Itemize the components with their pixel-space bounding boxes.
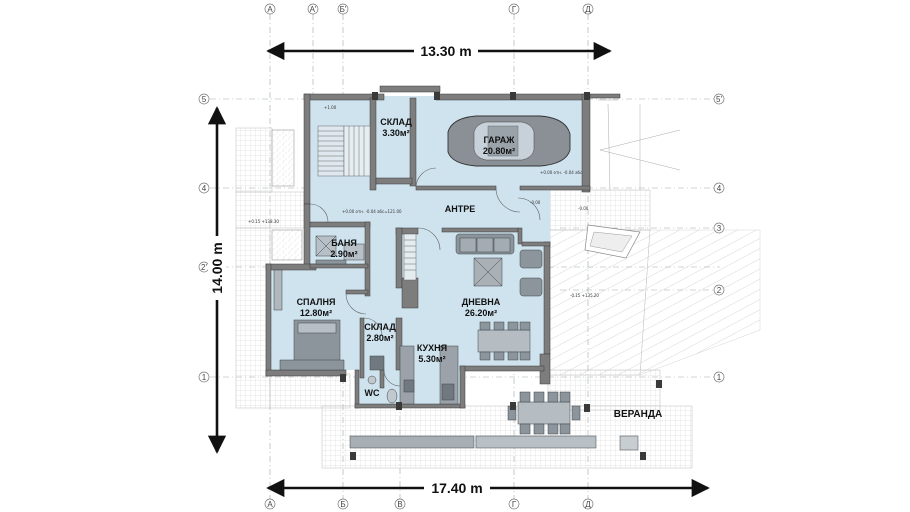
axis-left-4: 4	[202, 184, 207, 193]
room-labels: СКЛАД 3.30м² ГАРАЖ 20.80м² АНТРЕ БАНЯ 2.…	[297, 117, 663, 420]
door-swings	[309, 167, 541, 387]
svg-text:-0.00: -0.00	[578, 206, 589, 211]
axis-right-5prime: 5'	[716, 95, 722, 104]
dining-table-icon	[477, 321, 531, 361]
staircase	[317, 125, 417, 281]
dimension-bottom-label: 17.40 m	[431, 480, 482, 496]
washing-machine-icon	[369, 355, 385, 371]
room-name-kuhnya: КУХНЯ	[417, 343, 447, 353]
veranda-dining-icon	[507, 391, 581, 435]
room-name-veranda: ВЕРАНДА	[614, 409, 662, 420]
axis-bottom-a: А	[267, 500, 273, 509]
coffee-table-icon	[473, 257, 503, 287]
axis-top-d: Д	[585, 5, 591, 14]
axis-labels: А А' Б' Г Д А Б В Г Д 5 4 2' 1 5' 4 3 2 …	[201, 5, 722, 509]
axis-right-1: 1	[717, 373, 722, 382]
room-area-spalnya: 12.80м²	[300, 308, 332, 318]
svg-text:+0.15 +138.30: +0.15 +138.30	[248, 219, 279, 224]
kitchen-counter-icon	[399, 345, 459, 405]
wardrobe-icon	[273, 269, 283, 311]
axis-bottom-b: Б	[340, 500, 345, 509]
axis-left-5: 5	[202, 95, 207, 104]
planter-left-mid	[271, 229, 303, 261]
dimension-left-label: 14.00 m	[209, 242, 225, 293]
room-name-banya: БАНЯ	[331, 238, 357, 248]
axis-top-b-prime: Б'	[340, 5, 347, 14]
axis-top-a: А	[267, 5, 273, 14]
sofa-icon	[455, 233, 515, 255]
room-name-sklad1: СКЛАД	[380, 117, 412, 127]
room-area-banya: 2.90м²	[330, 249, 357, 259]
bench-icon	[349, 435, 639, 451]
driveway	[598, 99, 681, 191]
columns	[340, 92, 662, 460]
svg-text:-0.00: -0.00	[530, 200, 541, 205]
room-name-wc: WC	[365, 388, 380, 398]
axis-left-2prime: 2'	[201, 263, 207, 272]
furniture	[273, 233, 639, 451]
bath-fixtures-icon	[315, 243, 365, 265]
svg-text:+0.00 отн. -0.04 абс: +0.00 отн. -0.04 абс	[540, 170, 582, 175]
dimension-left: 14.00 m	[207, 106, 227, 454]
bed-icon	[279, 319, 345, 371]
planter-left-top	[271, 129, 295, 187]
room-name-garazh: ГАРАЖ	[484, 135, 516, 145]
room-name-antre: АНТРЕ	[445, 204, 476, 214]
room-name-sklad2: СКЛАД	[364, 322, 396, 332]
axis-top-g: Г	[512, 5, 517, 14]
level-notes: +1.00 +0.00 отн. -0.04 абс=121.00 +0.00 …	[248, 105, 599, 298]
axis-right-4: 4	[717, 184, 722, 193]
room-area-kuhnya: 5.30м²	[418, 354, 445, 364]
room-area-sklad1: 3.30м²	[382, 128, 409, 138]
car-icon	[447, 115, 571, 167]
axis-top-a-prime: А'	[310, 5, 317, 14]
room-area-dnevna: 26.20м²	[465, 308, 497, 318]
dimension-top-label: 13.30 m	[420, 43, 471, 59]
room-name-dnevna: ДНЕВНА	[462, 297, 501, 307]
axis-right-3: 3	[717, 224, 722, 233]
shower-icon	[315, 235, 337, 257]
axis-left-1: 1	[202, 373, 207, 382]
wc-fixtures-icon	[367, 375, 398, 404]
svg-text:-0.15 +135.20: -0.15 +135.20	[570, 293, 599, 298]
dimension-top: 13.30 m	[266, 41, 612, 61]
dimension-bottom: 17.40 m	[266, 478, 710, 498]
svg-text:+0.00 отн. -0.04 абс=121.00: +0.00 отн. -0.04 абс=121.00	[342, 209, 402, 214]
armchair-icon	[519, 249, 543, 297]
svg-text:+1.00: +1.00	[324, 105, 337, 110]
room-name-spalnya: СПАЛНЯ	[297, 297, 336, 307]
axis-bottom-g: Г	[512, 500, 517, 509]
room-area-garazh: 20.80м²	[483, 146, 515, 156]
room-area-sklad2: 2.80м²	[366, 333, 393, 343]
axis-bottom-v: В	[397, 500, 402, 509]
axis-bottom-d: Д	[585, 500, 591, 509]
